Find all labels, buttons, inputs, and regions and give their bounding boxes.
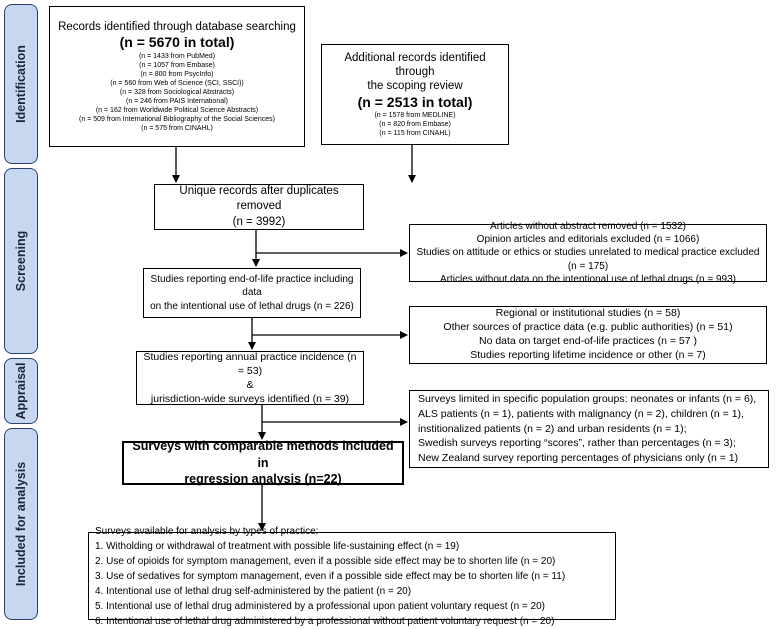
exclusion-box-screening: Articles without abstract removed (n = 1… <box>409 221 767 285</box>
exclusion-item: institionalized patients (n = 2) and urb… <box>418 422 687 435</box>
exclusion-box-appraisal: Regional or institutional studies (n = 5… <box>409 306 767 364</box>
exclusion-item: Opinion articles and editorials excluded… <box>476 234 700 246</box>
practice-type-item: 6. Intentional use of lethal drug admini… <box>95 615 555 627</box>
db-source-item: (n = 162 from Worldwide Political Scienc… <box>95 107 259 115</box>
db-source-item: (n = 800 from PsycInfo) <box>140 70 214 78</box>
exclusion-item: Studies on attitude or ethics or studies… <box>416 247 760 259</box>
exclusion-item: No data on target end-of-life practices … <box>479 335 697 347</box>
practice-types-heading: Surveys available for analysis by types … <box>95 525 319 537</box>
unique-records-count: (n = 3992) <box>232 215 286 228</box>
comparable-surveys-line1: Surveys with comparable methods included… <box>132 438 394 470</box>
db-source-item: (n = 575 from CINAHL) <box>141 125 213 133</box>
db-source-item: (n = 246 from PAIS International) <box>125 97 228 105</box>
phase-analysis: Included for analysis <box>4 428 38 620</box>
exclusion-item: Swedish surveys reporting “scores”, rath… <box>418 437 736 450</box>
db-source-item: (n = 509 from International Bibliography… <box>79 116 275 124</box>
exclusion-item: Articles without abstract removed (n = 1… <box>490 221 686 233</box>
practice-type-item: 4. Intentional use of lethal drug self-a… <box>95 585 412 597</box>
phase-appraisal: Appraisal <box>4 358 38 424</box>
db-source-item: (n = 328 from Sociological Abstracts) <box>119 88 235 96</box>
exclusion-item: Surveys limited in specific population g… <box>418 393 757 406</box>
phase-screening-label: Screening <box>14 230 28 292</box>
practice-type-item: 5. Intentional use of lethal drug admini… <box>95 600 546 612</box>
unique-records-box: Unique records after duplicates removed … <box>154 184 364 230</box>
phase-screening: Screening <box>4 168 38 354</box>
exclusion-item: Articles without data on the intentional… <box>439 273 736 285</box>
exclusion-item: (n = 175) <box>567 260 609 272</box>
scoping-heading-line1: Additional records identified through <box>344 51 486 78</box>
scoping-heading-line2: the scoping review <box>367 80 463 93</box>
unique-records-label: Unique records after duplicates removed <box>179 184 339 213</box>
scoping-source-item: (n = 115 from CINAHL) <box>379 130 451 138</box>
db-source-item: (n = 560 from Web of Science (SCI, SSCI)… <box>110 79 244 87</box>
scoping-total: (n = 2513 in total) <box>357 93 473 110</box>
practice-type-item: 2. Use of opioids for symptom management… <box>95 555 556 567</box>
annual-incidence-box: Studies reporting annual practice incide… <box>136 351 364 405</box>
annual-incidence-amp: & <box>246 379 254 391</box>
phase-analysis-label: Included for analysis <box>14 461 28 587</box>
practice-type-item: 1. Witholding or withdrawal of treatment… <box>95 540 460 552</box>
comparable-surveys-line2: regression analysis (n=22) <box>184 472 342 487</box>
practice-types-box: Surveys available for analysis by types … <box>88 526 616 627</box>
exclusion-item: New Zealand survey reporting percentages… <box>418 452 739 465</box>
eol-studies-line2: on the intentional use of lethal drugs (… <box>150 300 354 312</box>
db-source-item: (n = 1057 from Embase) <box>139 61 215 69</box>
scoping-source-item: (n = 1578 from MEDLINE) <box>374 112 456 120</box>
eol-studies-line1: Studies reporting end-of-life practice i… <box>150 273 354 299</box>
phase-appraisal-label: Appraisal <box>14 362 28 420</box>
exclusion-item: Regional or institutional studies (n = 5… <box>495 307 681 320</box>
exclusion-item: Other sources of practice data (e.g. pub… <box>443 321 733 334</box>
db-source-item: (n = 1433 from PubMed) <box>138 52 216 60</box>
annual-incidence-line1: Studies reporting annual practice incide… <box>143 350 357 377</box>
db-search-total: (n = 5670 in total) <box>119 34 235 51</box>
exclusion-box-analysis: Surveys limited in specific population g… <box>409 390 769 468</box>
exclusion-item: ALS patients (n = 1), patients with mali… <box>418 407 744 420</box>
scoping-review-box: Additional records identified through th… <box>321 44 509 145</box>
phase-identification-label: Identification <box>14 45 28 123</box>
practice-type-item: 3. Use of sedatives for symptom manageme… <box>95 570 566 582</box>
phase-identification: Identification <box>4 4 38 164</box>
eol-studies-box: Studies reporting end-of-life practice i… <box>143 268 361 318</box>
db-search-box: Records identified through database sear… <box>49 6 305 147</box>
annual-incidence-line3: jurisdiction-wide surveys identified (n … <box>150 393 350 406</box>
comparable-surveys-box: Surveys with comparable methods included… <box>122 438 404 487</box>
scoping-source-item: (n = 820 from Embase) <box>379 121 451 129</box>
exclusion-item: Studies reporting lifetime incidence or … <box>470 348 706 361</box>
db-search-heading: Records identified through database sear… <box>58 20 296 33</box>
